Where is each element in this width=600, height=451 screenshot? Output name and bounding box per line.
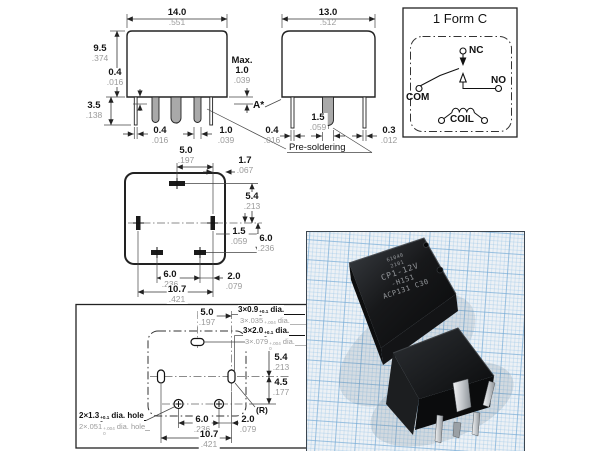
- dim-side-width: 13.0.512: [318, 7, 338, 28]
- relay-pin: [434, 414, 444, 444]
- bottom-view: [124, 163, 266, 297]
- coil-symbol: [451, 107, 475, 113]
- dim-front-wide-pin-width: 1.0.039: [217, 125, 235, 146]
- dim-pcb-5-0: 5.0.197: [197, 307, 217, 328]
- pad-top: [190, 337, 205, 347]
- relay-photo: 61040 2101 CP1-12V -H151 ACP131 C30: [306, 231, 525, 451]
- schematic-1-form-c: [402, 7, 518, 138]
- relay-pin: [452, 421, 462, 439]
- dim-max-standoff: Max. 1.0 .039: [231, 55, 253, 86]
- pad-left: [156, 369, 166, 384]
- r-label: (R): [256, 405, 268, 415]
- dim-bottom-5-4: 5.4.213: [242, 191, 262, 212]
- dim-bottom-10-7: 10.7.421: [166, 284, 188, 305]
- com-label: COM: [406, 92, 430, 103]
- relay-pin: [482, 380, 496, 408]
- front-view: [104, 14, 253, 139]
- dim-pcb-4-5: 4.5.177: [271, 377, 291, 398]
- dim-front-standoff: 0.4.016: [105, 67, 125, 88]
- dim-pcb-5-4: 5.4.213: [271, 352, 291, 373]
- coil-terminal-left: [437, 116, 446, 125]
- coil-terminal-right: [480, 116, 489, 125]
- nc-arrow: [459, 57, 467, 66]
- com-terminal: [415, 84, 423, 93]
- dim-pcb-2-0: 2.0.079: [238, 414, 258, 435]
- dim-front-pin-length: 3.5.138: [84, 100, 104, 121]
- dim-pcb-10-7: 10.7.421: [198, 429, 220, 450]
- coil-label: COIL: [450, 114, 474, 125]
- side-view: [206, 14, 377, 153]
- pad-right: [227, 369, 236, 384]
- dim-front-width: 14.0.551: [167, 7, 187, 28]
- nc-terminal: [459, 47, 467, 55]
- relay-pin: [452, 378, 472, 413]
- dim-side-pin-thickness: 0.3.012: [380, 125, 398, 146]
- pre-soldering-label: Pre-soldering: [289, 142, 346, 153]
- a-star-label: A*: [253, 100, 265, 111]
- relay-top-view: [348, 237, 458, 365]
- nc-label: NC: [469, 45, 484, 56]
- relay-pin: [471, 411, 481, 437]
- dim-bottom-5-0: 5.0.197: [177, 145, 195, 166]
- dim-front-pin-width: 0.4.016: [151, 125, 169, 146]
- dim-bottom-1-5: 1.5.059: [229, 226, 249, 247]
- vent-dimple: [436, 266, 444, 274]
- no-label: NO: [491, 75, 506, 86]
- relay-pin-view: [386, 327, 496, 444]
- mold-dot: [423, 242, 429, 248]
- schematic-title: 1 Form C: [432, 11, 488, 26]
- relay-photo-shapes: [338, 237, 514, 447]
- no-terminal: [494, 84, 503, 93]
- dim-bottom-1-7: 1.7.067: [236, 155, 254, 176]
- dim-bottom-2-0: 2.0.079: [224, 271, 244, 292]
- dim-bottom-6-0-right: 6.0.236: [256, 233, 276, 254]
- dim-side-center-pin: 1.5.059: [308, 112, 328, 133]
- dim-front-height: 9.5.374: [91, 43, 109, 64]
- dim-side-pin-width: 0.4.016: [263, 125, 281, 146]
- movable-contact: [419, 68, 460, 87]
